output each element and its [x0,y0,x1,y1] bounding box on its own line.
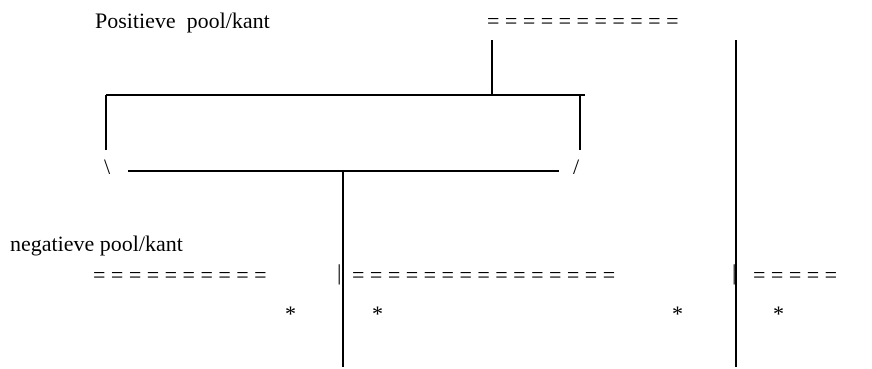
left-backslash-mark: \ [104,154,111,179]
negative-pole-label: negatieve pool/kant [10,231,183,256]
positive-pole-label: Positieve pool/kant [95,8,270,33]
rail-segment-3: = = = = = [753,262,838,287]
rail-segment-2: = = = = = = = = = = = = = = = [352,262,616,287]
star-marker-2: * [372,301,383,326]
top-rail: = = = = = = = = = = = [487,8,679,33]
star-marker-1: * [285,301,296,326]
junction-tick-right: | [732,260,737,285]
star-marker-4: * [773,301,784,326]
right-slash-mark: / [573,154,580,179]
star-marker-3: * [672,301,683,326]
junction-tick-left: | [337,260,342,285]
rail-segment-1: = = = = = = = = = = [93,262,267,287]
